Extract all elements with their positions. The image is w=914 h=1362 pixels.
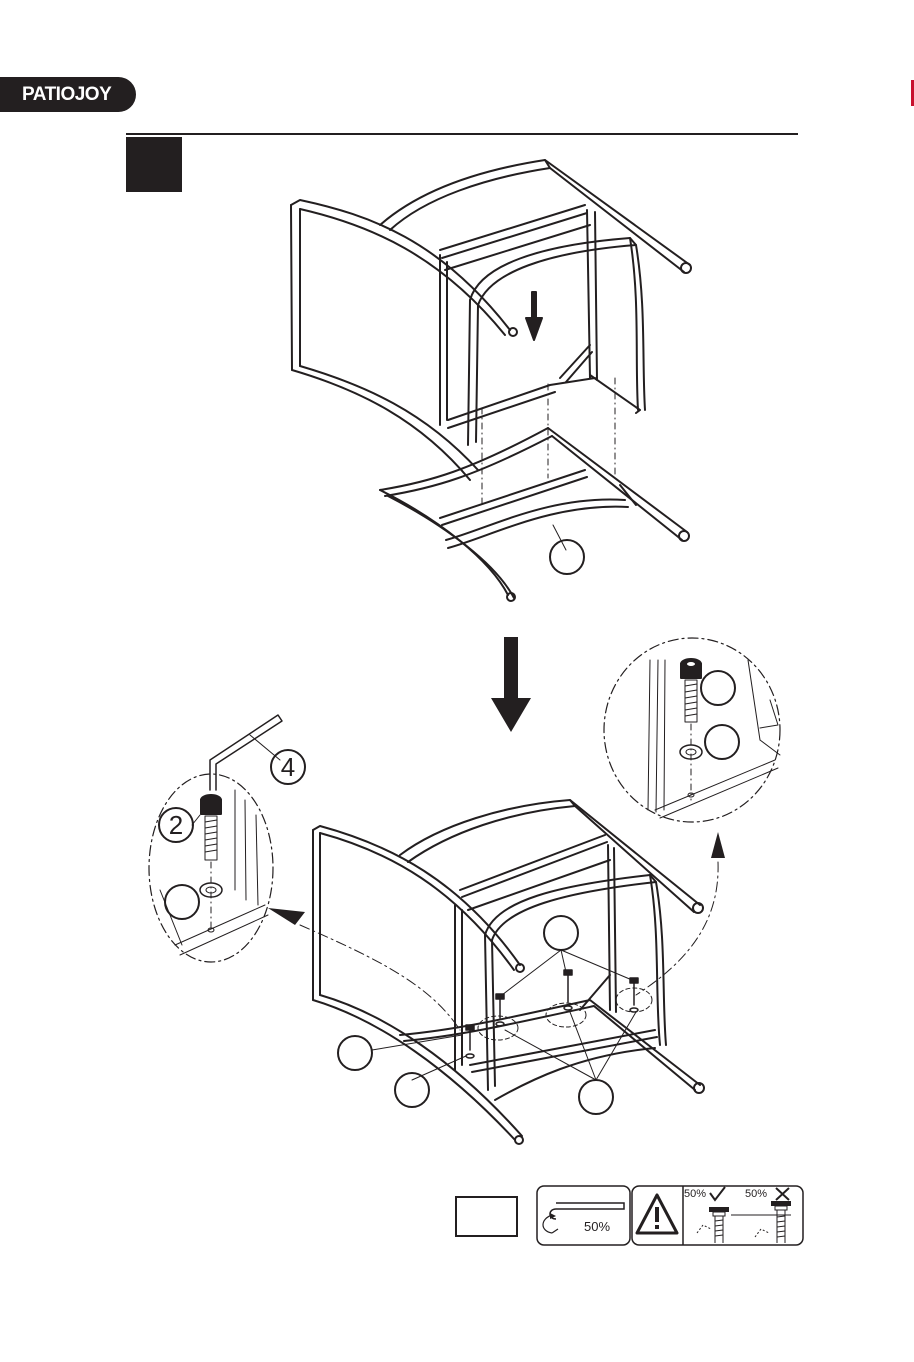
part-callout-left-bolt <box>338 1036 372 1070</box>
bolt-number: 2 <box>169 810 183 840</box>
part-callout-base <box>550 540 584 574</box>
part-callout-left-washer <box>395 1073 429 1107</box>
chair-exploded-view <box>291 160 691 601</box>
zoom-washer-callout <box>705 725 739 759</box>
bad-percent: 50% <box>745 1188 767 1200</box>
right-detail-zoom <box>604 638 780 822</box>
left-detail-zoom: 4 2 <box>149 715 305 962</box>
tightening-warning-icon: 50% 50% <box>631 1185 805 1247</box>
hex-key-tighten-icon: 50% <box>536 1185 632 1247</box>
hex-key-percent: 50% <box>584 1219 610 1234</box>
part-callout-washer-group <box>579 1080 613 1114</box>
hex-key-number: 4 <box>281 752 295 782</box>
zoom-bolt-callout <box>701 671 735 705</box>
ok-percent: 50% <box>684 1188 706 1200</box>
chair-assembled-view <box>268 800 725 1144</box>
washer-callout <box>165 885 199 919</box>
next-step-arrow <box>491 637 531 732</box>
part-callout-bolt-group <box>544 916 578 950</box>
quantity-box <box>455 1196 518 1237</box>
